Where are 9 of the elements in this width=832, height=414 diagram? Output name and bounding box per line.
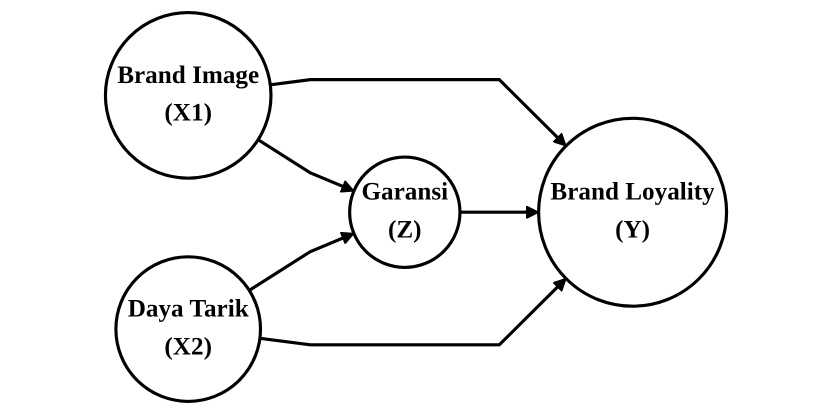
node-circle: Brand Image (X1) (104, 11, 273, 180)
arrow (460, 205, 540, 220)
arrow (257, 138, 355, 193)
arrow (270, 78, 567, 147)
arrow (260, 278, 567, 346)
node-circle: Garansi (Z) (348, 156, 462, 269)
node-circle: Brand Loyality (Y) (537, 116, 728, 308)
arrow (248, 232, 355, 292)
node-circle: Daya Tarik (X2) (114, 255, 262, 403)
